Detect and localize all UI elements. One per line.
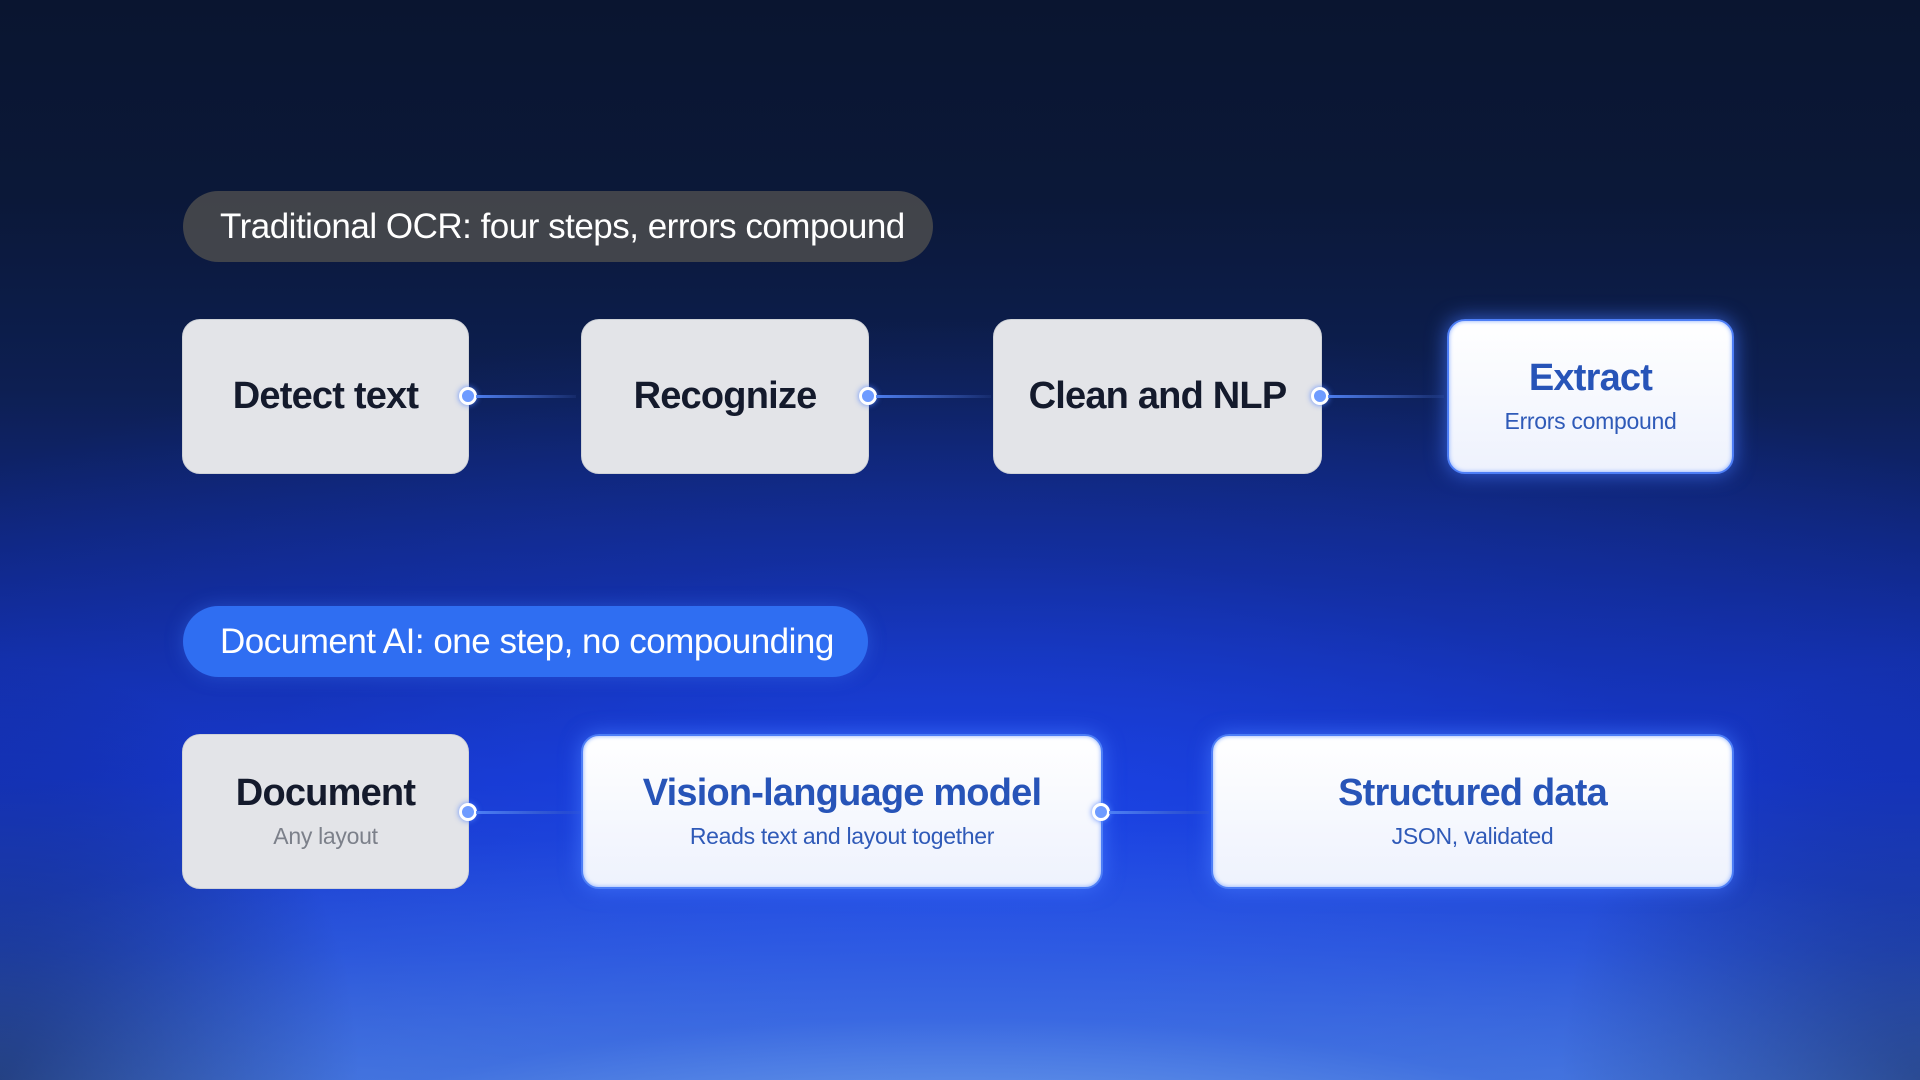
connector-dot: [1311, 387, 1329, 405]
connector-line: [876, 395, 991, 398]
step-structured-data-title: Structured data: [1338, 772, 1608, 815]
step-recognize-title: Recognize: [633, 374, 818, 417]
connector-line: [476, 395, 576, 398]
traditional-ocr-label-text: Traditional OCR: four steps, errors comp…: [220, 206, 905, 246]
traditional-ocr-label: Traditional OCR: four steps, errors comp…: [183, 191, 933, 262]
connector-line: [1328, 395, 1444, 398]
connector-line: [476, 811, 581, 814]
step-detect-text-title: Detect text: [232, 374, 419, 417]
step-clean-and-nlp: Clean and NLP: [993, 319, 1322, 474]
step-structured-data: Structured data JSON, validated: [1211, 734, 1734, 889]
step-document-subtitle: Any layout: [273, 822, 378, 849]
connector-line: [1109, 811, 1209, 814]
step-clean-and-nlp-title: Clean and NLP: [1028, 374, 1288, 417]
step-detect-text: Detect text: [182, 319, 469, 474]
step-extract-title: Extract: [1528, 357, 1653, 400]
step-document: Document Any layout: [182, 734, 469, 889]
document-ai-label: Document AI: one step, no compounding: [183, 606, 868, 677]
step-extract: Extract Errors compound: [1447, 319, 1734, 474]
step-structured-data-subtitle: JSON, validated: [1391, 822, 1554, 849]
connector-dot: [459, 803, 477, 821]
step-recognize: Recognize: [581, 319, 869, 474]
step-document-title: Document: [235, 772, 416, 815]
document-ai-label-text: Document AI: one step, no compounding: [220, 621, 834, 661]
connector-dot: [859, 387, 877, 405]
step-vision-language-model: Vision-language model Reads text and lay…: [581, 734, 1103, 889]
step-vision-language-model-subtitle: Reads text and layout together: [689, 822, 995, 849]
step-vision-language-model-title: Vision-language model: [642, 772, 1042, 815]
step-extract-subtitle: Errors compound: [1504, 407, 1677, 434]
connector-dot: [1092, 803, 1110, 821]
connector-dot: [459, 387, 477, 405]
